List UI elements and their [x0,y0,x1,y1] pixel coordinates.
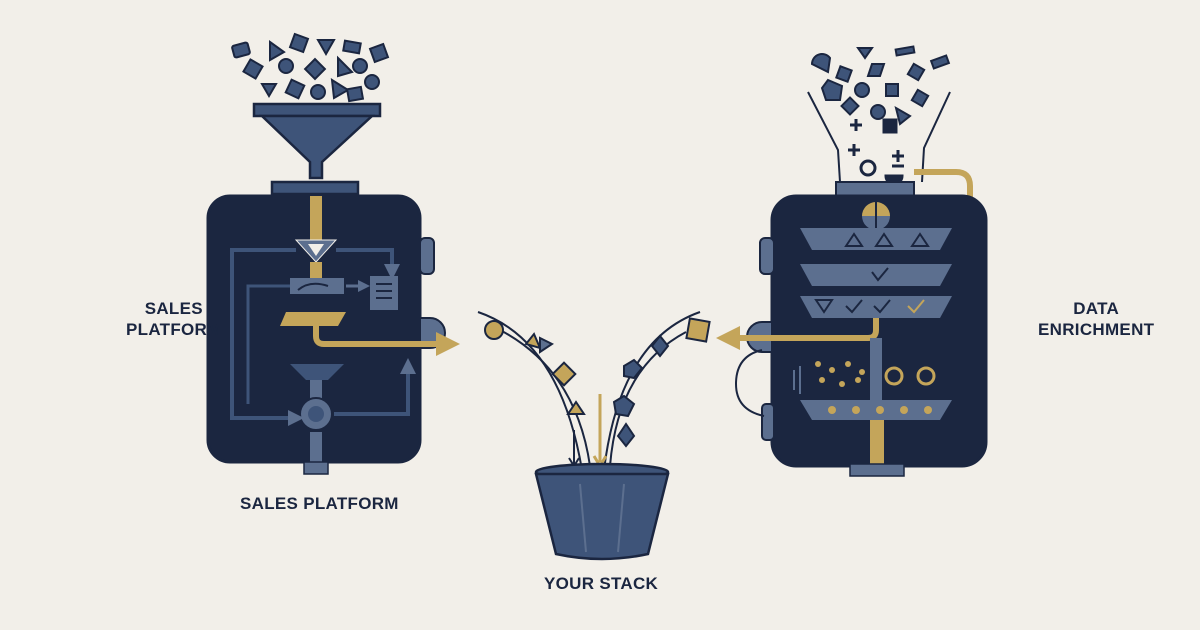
funnel-icon [252,102,382,196]
your-stack-label: YOUR STACK [544,574,659,593]
sales-platform-label-line1: SALES [144,299,203,318]
sales-platform-label: SALES PLATFORM [126,298,222,340]
sales-platform-bottom-label: SALES PLATFORM [240,494,399,513]
processing-machine-icon [206,194,460,475]
filter-stack-machine-icon [716,194,988,477]
bucket-icon [534,462,670,561]
data-enrichment-label-line1: DATA [1073,299,1120,318]
right-stream-shapes [612,317,711,448]
left-stream-shapes [484,320,586,415]
flow-arcs [477,311,701,471]
sales-platform-label-line2: PLATFORM [126,320,222,339]
left-data-shapes [231,32,390,103]
right-data-shapes [810,45,951,126]
right-symbols [848,118,904,186]
data-enrichment-label: DATA ENRICHMENT [1038,298,1154,340]
data-enrichment-label-line2: ENRICHMENT [1038,320,1155,339]
